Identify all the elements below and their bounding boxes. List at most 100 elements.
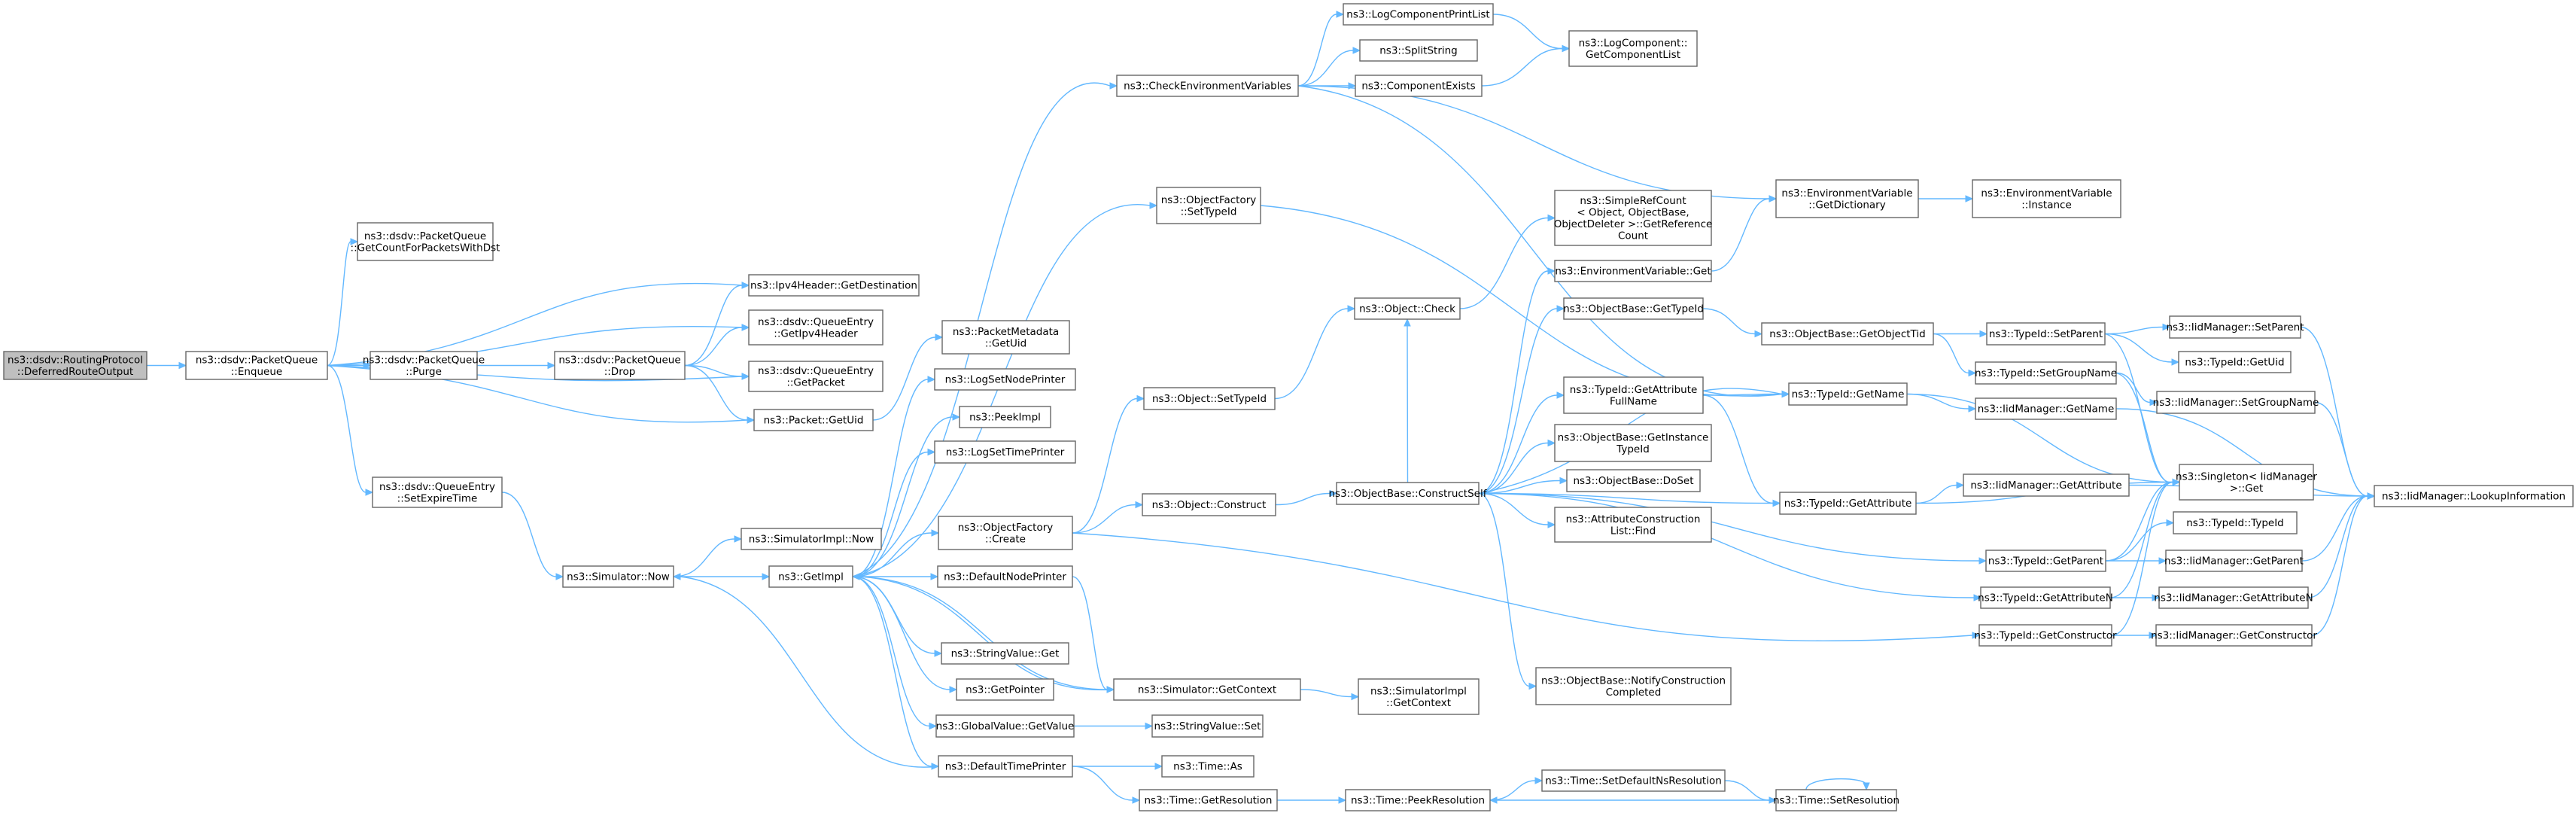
node-typeidgetattributen[interactable]: ns3::TypeId::GetAttributeN xyxy=(1978,586,2113,609)
node-getcount[interactable]: ns3::dsdv::PacketQueue::GetCountForPacke… xyxy=(351,222,500,261)
edge-constructself-to-typeidgetparent xyxy=(1478,492,1988,565)
node-objectconstruct[interactable]: ns3::Object::Construct xyxy=(1142,493,1276,516)
edge-typeidgetattrfullname-to-typeidgetattribute xyxy=(1702,394,1781,507)
node-objectsettypeid[interactable]: ns3::Object::SetTypeId xyxy=(1143,387,1276,410)
node-packetgetuid[interactable]: ns3::Packet::GetUid xyxy=(753,409,874,431)
edge-line xyxy=(1702,394,1774,504)
node-envinstance[interactable]: ns3::EnvironmentVariable::Instance xyxy=(1972,179,2121,218)
edge-line xyxy=(852,82,1111,577)
node-simimplnow[interactable]: ns3::SimulatorImpl::Now xyxy=(741,528,882,550)
edge-timesetresolution-to-timesetresolution xyxy=(1805,778,1870,791)
node-iidgetattributen[interactable]: ns3::IidManager::GetAttributeN xyxy=(2154,586,2313,609)
node-simgetcontext[interactable]: ns3::Simulator::GetContext xyxy=(1113,678,1301,701)
edge-line xyxy=(1915,484,1957,504)
node-objbasegetobjecttid[interactable]: ns3::ObjectBase::GetObjectTid xyxy=(1761,322,1934,346)
node-typeidgetname[interactable]: ns3::TypeId::GetName xyxy=(1788,382,1908,406)
edge-arrowhead xyxy=(2149,398,2158,406)
edge-arrowhead xyxy=(363,361,372,370)
node-simimplgetcontext[interactable]: ns3::SimulatorImpl::GetContext xyxy=(1358,678,1480,715)
node-typeidgetparent[interactable]: ns3::TypeId::GetParent xyxy=(1985,550,2106,572)
node-iidgetparent[interactable]: ns3::IidManager::GetParent xyxy=(2164,550,2304,572)
node-logsetnodeprinter[interactable]: ns3::LogSetNodePrinter xyxy=(934,368,1076,391)
node-box xyxy=(2179,464,2314,501)
node-typeidtypeid[interactable]: ns3::TypeId::TypeId xyxy=(2173,511,2298,534)
node-iidsetgroupname[interactable]: ns3::IidManager::SetGroupName xyxy=(2153,391,2319,414)
node-enqueue[interactable]: ns3::dsdv::PacketQueue::Enqueue xyxy=(185,351,328,380)
node-objbasegettypeid[interactable]: ns3::ObjectBase::GetTypeId xyxy=(1563,297,1704,320)
node-timegetresolution[interactable]: ns3::Time::GetResolution xyxy=(1139,789,1278,811)
node-constructself[interactable]: ns3::ObjectBase::ConstructSelf xyxy=(1329,482,1488,505)
node-getipv4header[interactable]: ns3::dsdv::QueueEntry::GetIpv4Header xyxy=(748,309,884,346)
node-root[interactable]: ns3::dsdv::RoutingProtocol::DeferredRout… xyxy=(3,351,148,380)
node-timepeekresolution[interactable]: ns3::Time::PeekResolution xyxy=(1345,789,1491,811)
node-splitstring[interactable]: ns3::SplitString xyxy=(1359,39,1478,62)
node-label: ns3::IidManager::SetParent xyxy=(2167,321,2304,333)
node-envget[interactable]: ns3::EnvironmentVariable::Get xyxy=(1554,260,1712,282)
node-logcomponentprintlist[interactable]: ns3::LogComponentPrintList xyxy=(1343,3,1494,26)
node-box xyxy=(1554,424,1712,462)
node-stringvalueget[interactable]: ns3::StringValue::Get xyxy=(941,642,1069,665)
node-notifyconstruction[interactable]: ns3::ObjectBase::NotifyConstructionCompl… xyxy=(1535,667,1732,705)
node-typeidgetuid[interactable]: ns3::TypeId::GetUid xyxy=(2178,351,2292,373)
node-timesetdefaultns[interactable]: ns3::Time::SetDefaultNsResolution xyxy=(1541,769,1726,792)
node-box xyxy=(1156,187,1261,224)
node-getcomponentlist[interactable]: ns3::LogComponent::GetComponentList xyxy=(1568,30,1698,67)
node-singletonget[interactable]: ns3::Singleton< IidManager >::Get xyxy=(2176,464,2317,501)
node-envgetdict[interactable]: ns3::EnvironmentVariable::GetDictionary xyxy=(1775,179,1919,218)
node-box xyxy=(941,642,1069,665)
node-label: ns3::IidManager::LookupInformation xyxy=(2382,491,2565,503)
edge-getimpl-to-checkenv xyxy=(852,82,1118,577)
node-ipv4dest[interactable]: ns3::Ipv4Header::GetDestination xyxy=(748,274,920,297)
node-timeas[interactable]: ns3::Time::As xyxy=(1161,755,1255,778)
node-simplerefcount[interactable]: ns3::SimpleRefCount< Object, ObjectBase,… xyxy=(1554,190,1713,246)
edge-arrowhead xyxy=(2149,632,2158,639)
node-componentexists[interactable]: ns3::ComponentExists xyxy=(1355,75,1483,97)
node-box xyxy=(1563,376,1704,414)
node-label: GetComponentList xyxy=(1586,49,1680,61)
node-simnow[interactable]: ns3::Simulator::Now xyxy=(562,565,674,588)
edge-line xyxy=(1274,308,1349,400)
node-typeidgetattribute[interactable]: ns3::TypeId::GetAttribute xyxy=(1779,492,1917,515)
edge-checkenv-to-envgetdict xyxy=(1297,85,1778,202)
node-peekimpl[interactable]: ns3::PeekImpl xyxy=(959,406,1051,428)
edge-line xyxy=(2115,372,2151,403)
node-typeidsetgroupname[interactable]: ns3::TypeId::SetGroupName xyxy=(1975,361,2117,385)
node-label: ns3::IidManager::GetAttribute xyxy=(1970,480,2121,492)
node-label: ns3::IidManager::GetParent xyxy=(2164,556,2304,568)
edge-line xyxy=(852,576,1108,690)
edge-envgetdict-to-envinstance xyxy=(1918,195,1974,202)
node-label: ns3::EnvironmentVariable xyxy=(1781,187,1912,199)
node-objfactorysettypeid[interactable]: ns3::ObjectFactory::SetTypeId xyxy=(1156,187,1261,224)
node-getpacket[interactable]: ns3::dsdv::QueueEntry::GetPacket xyxy=(748,361,884,392)
node-iidgetconstructor[interactable]: ns3::IidManager::GetConstructor xyxy=(2151,624,2317,647)
node-setexpiretime[interactable]: ns3::dsdv::QueueEntry::SetExpireTime xyxy=(372,477,503,508)
node-timesetresolution[interactable]: ns3::Time::SetResolution xyxy=(1773,789,1899,811)
node-defaultnodeprinter[interactable]: ns3::DefaultNodePrinter xyxy=(937,565,1073,588)
node-typeidsetparent[interactable]: ns3::TypeId::SetParent xyxy=(1986,322,2106,346)
node-iidsetparent[interactable]: ns3::IidManager::SetParent xyxy=(2167,315,2304,339)
node-iidgetattribute[interactable]: ns3::IidManager::GetAttribute xyxy=(1963,473,2130,497)
node-getpointer[interactable]: ns3::GetPointer xyxy=(956,678,1054,701)
node-objbasedoset[interactable]: ns3::ObjectBase::DoSet xyxy=(1566,469,1701,492)
edge-arrowhead xyxy=(1136,394,1145,403)
node-pktmetagetuid[interactable]: ns3::PacketMetadata::GetUid xyxy=(941,320,1070,355)
edge-drop-to-getipv4header xyxy=(684,324,750,367)
node-purge[interactable]: ns3::dsdv::PacketQueue::Purge xyxy=(363,351,485,380)
node-checkenv[interactable]: ns3::CheckEnvironmentVariables xyxy=(1116,75,1299,97)
node-lookupinfo[interactable]: ns3::IidManager::LookupInformation xyxy=(2374,485,2574,507)
node-globalvaluegetvalue[interactable]: ns3::GlobalValue::GetValue xyxy=(935,714,1075,738)
node-iidgetname[interactable]: ns3::IidManager::GetName xyxy=(1975,397,2117,420)
node-logsettimeprinter[interactable]: ns3::LogSetTimePrinter xyxy=(934,440,1076,464)
node-objfactorycreate[interactable]: ns3::ObjectFactory::Create xyxy=(938,516,1073,550)
node-objectcheck[interactable]: ns3::Object::Check xyxy=(1354,297,1461,320)
node-defaulttimeprinter[interactable]: ns3::DefaultTimePrinter xyxy=(938,755,1073,778)
node-typeidgetconstructor[interactable]: ns3::TypeId::GetConstructor xyxy=(1974,624,2117,647)
node-getimpl[interactable]: ns3::GetImpl xyxy=(768,565,853,588)
node-drop[interactable]: ns3::dsdv::PacketQueue::Drop xyxy=(554,351,686,380)
edge-arrowhead xyxy=(1547,267,1556,275)
node-stringvalueset[interactable]: ns3::StringValue::Set xyxy=(1151,714,1264,738)
edge-arrowhead xyxy=(931,529,940,537)
